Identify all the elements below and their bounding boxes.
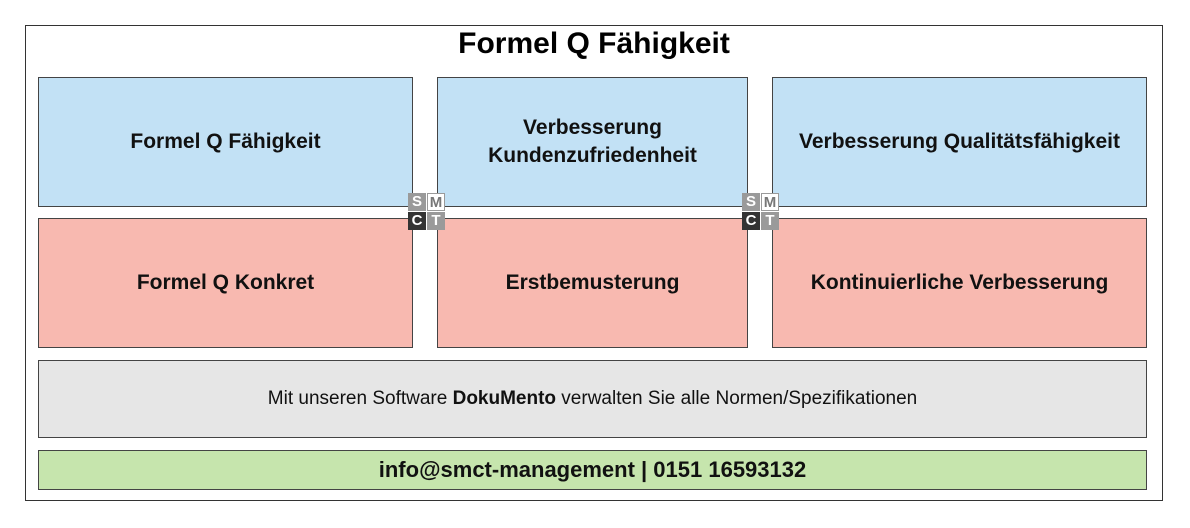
logo-letter-t: T: [427, 212, 445, 230]
contact-text: info@smct-management | 0151 16593132: [378, 457, 807, 482]
logo-letter-s: S: [408, 193, 426, 211]
box-label-line1: Verbesserung: [523, 116, 662, 139]
box-label-line2: Kundenzufriedenheit: [488, 144, 697, 167]
box-verbesserung-qualitaetsfaehigkeit: Verbesserung Qualitätsfähigkeit: [772, 77, 1147, 207]
info-prefix: Mit unseren Software: [267, 388, 453, 409]
box-label: Formel Q Fähigkeit: [130, 130, 321, 153]
box-kontinuierliche-verbesserung: Kontinuierliche Verbesserung: [772, 218, 1147, 348]
box-label: Formel Q Konkret: [136, 271, 315, 294]
logo-letter-c: C: [742, 212, 760, 230]
info-bar-text: Mit unseren Software DokuMento verwalten…: [268, 385, 917, 413]
logo-letter-c: C: [408, 212, 426, 230]
logo-letter-m: M: [427, 193, 445, 211]
box-label: Erstbemusterung: [505, 271, 680, 294]
smct-logo-icon: S M C T: [408, 193, 446, 231]
info-bar: Mit unseren Software DokuMento verwalten…: [38, 360, 1147, 438]
logo-letter-m: M: [761, 193, 779, 211]
info-suffix: verwalten Sie alle Normen/Spezifikatione…: [556, 388, 918, 409]
box-verbesserung-kundenzufriedenheit: Verbesserung Kundenzufriedenheit: [437, 77, 748, 207]
box-formel-q-konkret: Formel Q Konkret: [38, 218, 413, 348]
logo-letter-s: S: [742, 193, 760, 211]
logo-letter-t: T: [761, 212, 779, 230]
smct-logo-icon: S M C T: [742, 193, 780, 231]
box-label: Kontinuierliche Verbesserung: [810, 271, 1109, 294]
contact-bar: info@smct-management | 0151 16593132: [38, 450, 1147, 490]
box-erstbemusterung: Erstbemusterung: [437, 218, 748, 348]
box-label: Verbesserung Qualitätsfähigkeit: [799, 130, 1120, 153]
diagram-title: Formel Q Fähigkeit: [458, 27, 730, 60]
box-formel-q-faehigkeit: Formel Q Fähigkeit: [38, 77, 413, 207]
info-product-name: DokuMento: [452, 388, 557, 409]
